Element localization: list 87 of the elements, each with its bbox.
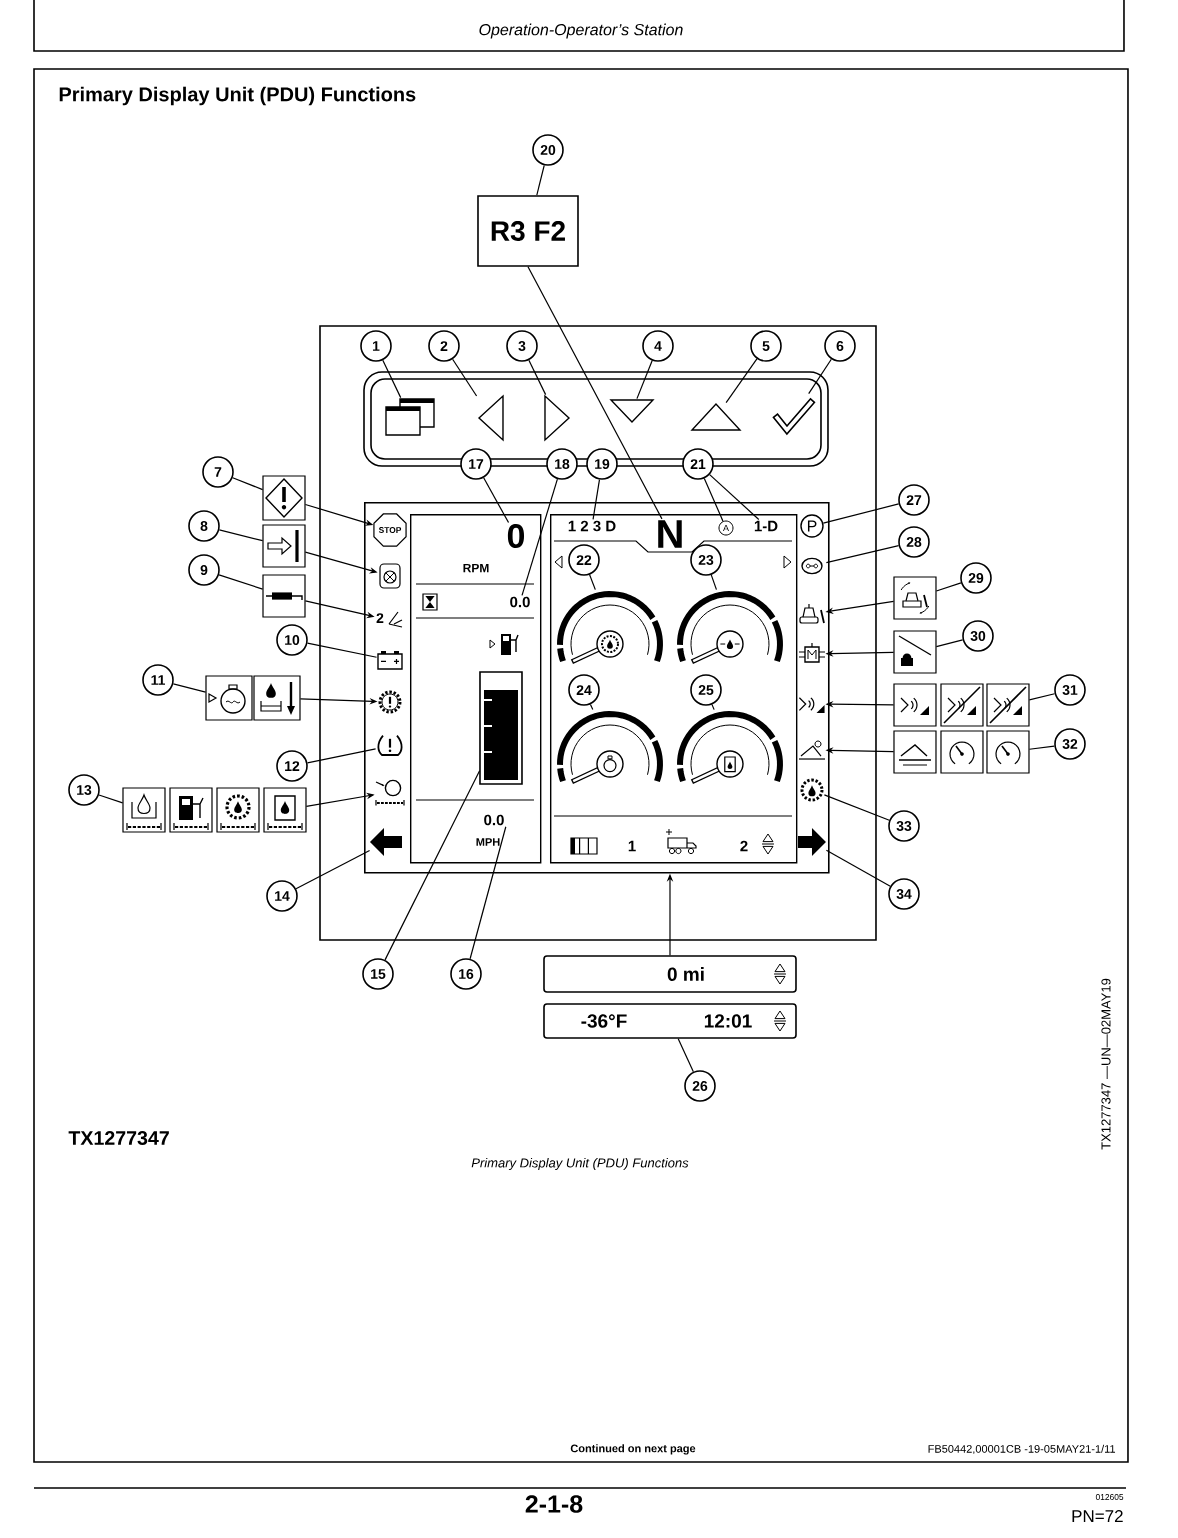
gear-letter: N xyxy=(658,520,682,548)
figure-number: TX1277347 xyxy=(68,1131,169,1145)
leader-line xyxy=(825,849,891,887)
fuel-pump-icon xyxy=(169,787,213,833)
readout-box: 0 mi xyxy=(543,955,797,993)
page-header: Operation-Operator’s Station xyxy=(479,23,683,39)
leader-line xyxy=(521,478,558,596)
spray-off-icon xyxy=(986,683,1030,727)
leader-line xyxy=(822,503,900,524)
spray-icon xyxy=(893,683,937,727)
leader-line xyxy=(452,358,478,397)
bar-icon xyxy=(262,574,306,618)
left-arrow-icon xyxy=(370,828,402,856)
gear-drop-icon xyxy=(800,778,824,802)
gauge xyxy=(557,711,663,785)
leader-line xyxy=(710,574,718,591)
slope-icon xyxy=(798,740,826,760)
dial-icon xyxy=(986,730,1030,774)
drop-icon xyxy=(253,675,301,721)
leader-line xyxy=(808,358,832,395)
drop-icon xyxy=(122,787,166,833)
display-screen xyxy=(364,502,830,874)
arrow-bar-icon xyxy=(262,524,306,568)
leader-line xyxy=(592,479,601,520)
spray-off-icon xyxy=(940,683,984,727)
leader-line xyxy=(935,582,962,592)
leader-line xyxy=(1028,745,1055,750)
leader-line xyxy=(306,642,378,658)
leader-line xyxy=(677,1038,694,1073)
leader-line xyxy=(527,266,663,520)
engine-heater-icon xyxy=(375,779,405,807)
slash-icon xyxy=(893,630,937,674)
leader-line xyxy=(725,358,758,404)
engine-icon xyxy=(205,675,253,721)
battery-icon xyxy=(377,651,403,670)
leader-line xyxy=(1028,693,1056,701)
leader-line xyxy=(711,704,715,711)
leader-line xyxy=(98,794,124,804)
node-label: -36°F xyxy=(581,1014,627,1028)
spray-icon xyxy=(798,697,825,713)
leader-line xyxy=(636,360,653,400)
leader-line xyxy=(469,826,507,960)
tire-warning-icon xyxy=(377,734,403,756)
slope-icon xyxy=(893,730,937,774)
machine-icon xyxy=(799,603,825,624)
page-code: PN=72 xyxy=(1072,1510,1123,1522)
right-arrow-icon xyxy=(798,828,826,856)
leader-line xyxy=(483,477,510,524)
circled-letter: P xyxy=(800,514,824,538)
gauge xyxy=(677,711,783,785)
readout-box: -36°F 12:01 xyxy=(543,1003,797,1039)
leader-line xyxy=(172,683,207,693)
heading: Primary Display Unit (PDU) Functions xyxy=(59,86,416,106)
checkmark-icon xyxy=(772,397,816,436)
leader-line xyxy=(218,529,264,542)
readout-box: R3 F2 xyxy=(477,195,579,267)
tank-drop-icon xyxy=(263,787,307,833)
leader-line xyxy=(589,574,596,591)
leader-line xyxy=(703,477,724,522)
rpm-value: 0 xyxy=(507,523,525,549)
machine-icon xyxy=(893,576,937,620)
leader-line xyxy=(382,359,402,399)
leader-line xyxy=(825,545,900,564)
fuel-level-bar xyxy=(479,671,523,785)
leader-line xyxy=(935,639,964,648)
leader-line xyxy=(823,794,890,821)
leader-line xyxy=(589,703,594,711)
leader-line xyxy=(306,748,377,764)
stacked-windows-icon xyxy=(385,398,435,436)
gauge xyxy=(677,591,783,665)
leader-line xyxy=(528,359,547,396)
dial-icon xyxy=(940,730,984,774)
gear-drop-icon xyxy=(216,787,260,833)
leader-line xyxy=(295,849,371,890)
node-label: 12:01 xyxy=(704,1014,752,1028)
gauge xyxy=(557,591,663,665)
leader-line xyxy=(232,477,264,491)
leader-line xyxy=(709,474,760,521)
filter-icon xyxy=(379,563,401,589)
warning-diamond-icon xyxy=(262,475,306,521)
leader-line xyxy=(536,164,545,196)
page-number: 2-1-8 xyxy=(525,1495,583,1513)
radiator-icon xyxy=(798,642,826,663)
leader-line xyxy=(218,574,264,590)
leader-line xyxy=(384,770,481,961)
axle-icon xyxy=(801,557,823,575)
gear-warning-icon xyxy=(378,690,402,714)
